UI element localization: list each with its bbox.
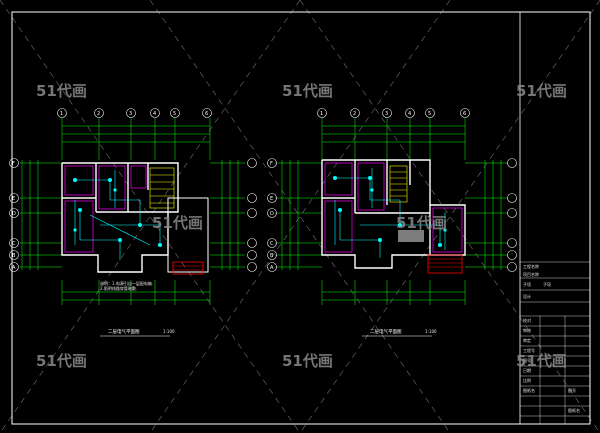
left-axis-2: 2	[97, 111, 100, 117]
tb-row-1: 项目名称	[523, 271, 539, 277]
left-axis-b: B	[12, 253, 16, 259]
title-block	[520, 261, 590, 424]
right-axis-f: F	[270, 161, 273, 167]
left-axis-4: 4	[153, 111, 156, 117]
right-axis-1: 1	[320, 111, 323, 117]
left-axis-5: 5	[173, 111, 176, 117]
right-walls	[321, 159, 466, 269]
right-axis-d: D	[270, 211, 274, 217]
left-room-edges	[64, 165, 147, 253]
left-dimensions-top	[61, 118, 211, 160]
left-note-2: 2.照明线路穿管暗敷.	[100, 285, 137, 291]
left-balcony	[167, 197, 209, 275]
tb-row-6: 审定	[523, 337, 531, 343]
watermark-6: 51代画	[36, 352, 87, 370]
left-stair	[149, 167, 175, 209]
right-axis-3: 3	[385, 111, 388, 117]
watermark-1: 51代画	[36, 82, 87, 100]
right-room-edges	[324, 162, 463, 253]
tb-row-10: 比例	[523, 377, 531, 383]
right-stair	[389, 165, 408, 203]
watermark-3: 51代画	[516, 82, 567, 100]
left-dimensions-side	[20, 160, 245, 270]
left-axis-d: D	[12, 211, 16, 217]
left-axis-c: C	[12, 241, 16, 247]
right-axis-6: 6	[463, 111, 466, 117]
left-plan-title: 二层电气平面图	[108, 328, 140, 335]
left-dimensions-bottom	[61, 280, 211, 305]
right-dimensions-side	[275, 160, 508, 270]
left-axis-3: 3	[129, 111, 132, 117]
watermark-8: 51代画	[516, 352, 567, 370]
right-axis-side: F E D C B A	[267, 158, 517, 272]
watermark-4: 51代画	[152, 214, 203, 232]
watermark-5: 51代画	[396, 214, 447, 232]
left-wiring	[74, 170, 161, 260]
left-plan-scale: 1:100	[163, 329, 175, 334]
right-axis-b: B	[270, 253, 274, 259]
watermark-2: 51代画	[282, 82, 333, 100]
tb-row-2b: 子项	[543, 281, 551, 287]
right-plan-scale: 1:100	[425, 329, 437, 334]
tb-value-1: 图号	[568, 387, 576, 393]
plan-right: 1 2 3 4 5 6 F E D C B A	[267, 108, 517, 337]
right-axis-2: 2	[353, 111, 356, 117]
watermark-7: 51代画	[282, 352, 333, 370]
tb-row-8: 图号	[523, 357, 531, 363]
right-axis-a: A	[270, 265, 274, 271]
right-fixtures	[333, 176, 447, 247]
left-axis-1: 1	[60, 111, 63, 117]
tb-row-7: 工程号	[523, 347, 535, 353]
right-dimensions-bottom	[321, 280, 466, 305]
right-balcony	[398, 230, 463, 274]
right-axis-5: 5	[428, 111, 431, 117]
right-plan-title: 二层电气平面图	[370, 328, 402, 335]
right-axis-4: 4	[408, 111, 411, 117]
left-axis-a: A	[12, 265, 16, 271]
tb-row-5: 审核	[523, 327, 531, 333]
left-fixtures	[73, 178, 162, 247]
tb-row-9: 日期	[523, 367, 531, 373]
title-block-frame	[519, 11, 591, 425]
tb-row-11: 图纸名	[523, 387, 535, 393]
tb-row-3: 设计	[523, 293, 531, 299]
left-axis-6: 6	[205, 111, 208, 117]
tb-row-0: 工程名称	[523, 263, 539, 269]
left-axis-side: F E D C B A	[9, 158, 257, 272]
left-axis-f: F	[12, 161, 15, 167]
right-axis-e: E	[270, 196, 273, 202]
right-wiring	[334, 168, 446, 258]
right-axis-top: 1 2 3 4 5 6	[317, 108, 470, 118]
left-axis-top: 1 2 3 4 5 6	[57, 108, 212, 118]
left-walls	[61, 162, 179, 273]
left-note-1: 说明：1.电源引自一层配电箱.	[100, 280, 153, 286]
right-axis-c: C	[270, 241, 274, 247]
title-block-text: 工程名称 项目名称 子项 子项 设计 校对 审核 审定 工程号 图号 日期 比例…	[523, 263, 580, 413]
watermarks: 51代画 51代画 51代画 51代画 51代画 51代画 51代画 51代画	[36, 82, 567, 370]
left-axis-e: E	[12, 196, 15, 202]
tb-row-4: 校对	[523, 317, 531, 323]
plan-left: 1 2 3 4 5 6 F E D C B A	[9, 108, 257, 337]
tb-row-2: 子项	[523, 281, 531, 287]
tb-value-2: 图纸名	[568, 407, 580, 413]
right-dimensions-top	[321, 118, 466, 160]
